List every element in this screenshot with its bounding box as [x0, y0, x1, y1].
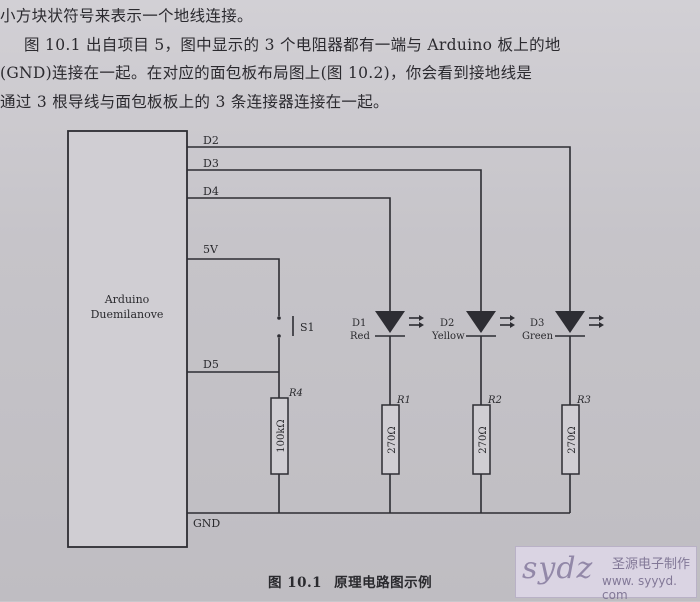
led-d3-light-arrows: [589, 315, 604, 328]
pin-label-5v: 5V: [203, 243, 219, 256]
resistor-r1-value: 270Ω: [387, 426, 398, 453]
led-d2-body: [466, 311, 496, 333]
watermark: sydz 圣源电子制作 www. syyyd. com: [515, 546, 697, 602]
body-text-line-4: 通过 3 根导线与面包板板上的 3 条连接器连接在一起。: [0, 93, 389, 111]
resistor-r4-value: 100kΩ: [276, 419, 287, 452]
wire-d3: [187, 169, 482, 311]
resistor-r4-id: R4: [288, 388, 303, 399]
resistor-r2-id: R2: [487, 395, 502, 406]
led-d2-color: Yellow: [431, 331, 465, 342]
figure-number: 图 10.1: [268, 575, 323, 591]
arduino-board: [67, 130, 188, 548]
led-d1-body: [375, 311, 405, 333]
watermark-logo: sydz: [522, 551, 594, 586]
led-d1-light-arrows: [409, 315, 424, 328]
watermark-name: 圣源电子制作: [612, 557, 691, 572]
led-d2-id: D2: [440, 318, 454, 329]
resistor-r1-id: R1: [396, 395, 411, 406]
resistor-r3-value: 270Ω: [567, 426, 578, 453]
switch-label: S1: [300, 321, 315, 334]
led-d3-color: Green: [522, 331, 554, 342]
led-d2-light-arrows: [500, 315, 515, 328]
resistor-r2-value: 270Ω: [478, 426, 489, 453]
board-name-line-2: Duemilanove: [91, 308, 164, 321]
resistor-r3-id: R3: [576, 395, 591, 406]
pin-label-d3: D3: [203, 157, 219, 170]
board-name-line-1: Arduino: [104, 293, 150, 306]
figure-title: 原理电路图示例: [334, 575, 433, 591]
body-text-line-2: 图 10.1 出自项目 5，图中显示的 3 个电阻器都有一端与 Arduino …: [24, 36, 561, 54]
body-text-line-1: 小方块状符号来表示一个地线连接。: [0, 7, 253, 25]
led-d1-id: D1: [352, 318, 366, 329]
led-d1-color: Red: [350, 331, 370, 342]
led-d3-body: [555, 311, 585, 333]
body-text-line-3: (GND)连接在一起。在对应的面包板布局图上(图 10.2)，你会看到接地线是: [0, 64, 533, 82]
wire-5v: [187, 258, 280, 316]
figure-caption: 图 10.1 原理电路图示例: [268, 571, 432, 591]
switch-contact-top: [277, 316, 281, 320]
pin-label-d5: D5: [203, 358, 219, 371]
wire-d4: [187, 197, 391, 311]
switch-contact-bottom: [277, 334, 281, 338]
pin-label-gnd: GND: [193, 517, 220, 530]
wire-d2: [187, 146, 571, 311]
led-d3-id: D3: [530, 318, 544, 329]
pin-label-d4: D4: [203, 185, 219, 198]
watermark-url: www. syyyd. com: [602, 574, 677, 602]
pin-label-d2: D2: [203, 134, 219, 147]
